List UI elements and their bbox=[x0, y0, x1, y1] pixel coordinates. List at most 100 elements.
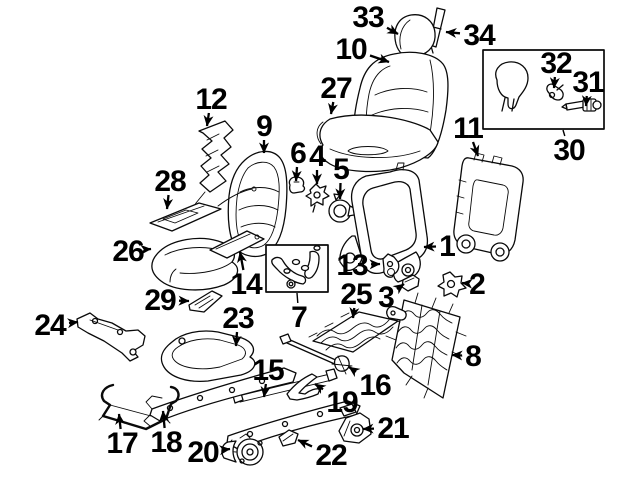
cushion-heater-pad-drawing bbox=[209, 230, 265, 259]
hardware-box-drawing bbox=[265, 244, 329, 293]
callout-23-label: 23 bbox=[222, 302, 254, 335]
callout-18-leader bbox=[159, 410, 169, 429]
callout-17: 17 bbox=[106, 413, 139, 460]
headrest-drawing bbox=[394, 14, 436, 58]
callout-29-label: 29 bbox=[144, 284, 176, 317]
callout-16: 16 bbox=[348, 366, 392, 402]
callout-21: 21 bbox=[362, 412, 410, 445]
callout-14: 14 bbox=[230, 251, 264, 301]
spring-mat-drawing bbox=[385, 292, 467, 399]
callout-22-label: 22 bbox=[315, 439, 347, 472]
track-motor-drawing bbox=[221, 433, 264, 466]
callout-31: 31 bbox=[572, 66, 605, 107]
callout-32-leader bbox=[549, 76, 560, 89]
callout-9: 9 bbox=[256, 110, 273, 154]
lumbar-board-drawing bbox=[193, 120, 234, 214]
callout-26: 26 bbox=[112, 235, 152, 268]
pivot-cam-13-drawing bbox=[382, 253, 400, 278]
callout-8-label: 8 bbox=[465, 340, 481, 373]
callout-30-label: 30 bbox=[553, 134, 585, 167]
callout-7-leader bbox=[296, 292, 299, 304]
callout-27-label: 27 bbox=[320, 72, 352, 105]
callout-23-leader bbox=[231, 331, 242, 347]
callout-30: 30 bbox=[553, 129, 586, 167]
callout-27: 27 bbox=[320, 72, 353, 115]
callout-29: 29 bbox=[144, 284, 190, 317]
callout-34: 34 bbox=[445, 19, 497, 52]
callout-11-label: 11 bbox=[453, 112, 483, 145]
callout-12-label: 12 bbox=[195, 83, 227, 116]
callout-27-leader bbox=[328, 101, 338, 115]
callout-2-label: 2 bbox=[469, 268, 485, 301]
callout-10-label: 10 bbox=[335, 33, 367, 66]
callout-32: 32 bbox=[540, 47, 573, 89]
callout-8-leader bbox=[451, 350, 463, 361]
callout-20: 20 bbox=[187, 436, 231, 469]
seat-back-frame-drawing bbox=[339, 162, 429, 283]
callout-16-leader bbox=[348, 366, 361, 378]
callout-14-leader bbox=[237, 251, 247, 271]
callout-18-label: 18 bbox=[150, 426, 182, 459]
callout-22-leader bbox=[297, 438, 313, 449]
callout-19: 19 bbox=[314, 383, 359, 419]
torsion-rod-drawing bbox=[279, 333, 353, 375]
callout-25-label: 25 bbox=[340, 278, 372, 311]
hardware-box-outline bbox=[265, 244, 329, 293]
callout-18: 18 bbox=[150, 410, 183, 459]
callout-19-label: 19 bbox=[326, 386, 358, 419]
callout-21-label: 21 bbox=[377, 412, 409, 445]
headrest-kit-box-drawing bbox=[482, 49, 605, 130]
recline-fitting-4-drawing bbox=[305, 183, 330, 213]
callout-3-label: 3 bbox=[378, 281, 394, 314]
callout-19-leader bbox=[314, 383, 327, 394]
callout-6: 6 bbox=[290, 137, 307, 182]
callout-3-leader bbox=[392, 283, 405, 295]
seat-cushion-front-drawing bbox=[319, 114, 439, 173]
callout-1-label: 1 bbox=[439, 230, 455, 263]
callout-4: 4 bbox=[309, 140, 327, 185]
callout-23: 23 bbox=[222, 302, 255, 347]
callout-34-leader bbox=[445, 27, 461, 38]
callout-12: 12 bbox=[195, 83, 228, 127]
callout-13-label: 13 bbox=[336, 249, 368, 282]
callout-34-label: 34 bbox=[463, 19, 496, 52]
callout-7-label: 7 bbox=[291, 301, 307, 334]
callout-24-leader bbox=[67, 318, 79, 329]
callout-6-leader bbox=[291, 166, 302, 182]
callout-17-label: 17 bbox=[106, 427, 138, 460]
callout-31-leader bbox=[581, 95, 592, 107]
mount-bracket-drawing bbox=[76, 312, 146, 362]
back-panel-drawing bbox=[453, 152, 524, 262]
callout-33-label: 33 bbox=[352, 1, 384, 34]
callout-15: 15 bbox=[252, 354, 285, 398]
callout-10: 10 bbox=[335, 33, 390, 66]
adjuster-gear-drawing bbox=[437, 271, 467, 298]
callout-31-label: 31 bbox=[572, 66, 604, 99]
callout-30-leader bbox=[562, 129, 566, 137]
callout-3: 3 bbox=[378, 281, 405, 314]
callout-32-label: 32 bbox=[540, 47, 572, 80]
callout-4-label: 4 bbox=[309, 140, 326, 173]
seat-heater-pad-drawing bbox=[149, 186, 257, 232]
callout-11-leader bbox=[469, 141, 480, 157]
callout-26-label: 26 bbox=[112, 235, 144, 268]
seat-assembly-drawing bbox=[316, 7, 449, 173]
end-cap-drawing bbox=[278, 429, 299, 447]
seat-pan-drawing bbox=[160, 330, 256, 383]
callout-7: 7 bbox=[291, 292, 308, 334]
callout-28-leader bbox=[163, 194, 174, 210]
callout-33-leader bbox=[386, 24, 399, 36]
callout-6-label: 6 bbox=[290, 137, 306, 170]
callout-28: 28 bbox=[154, 165, 187, 210]
kit-headrest-drawing bbox=[495, 61, 529, 110]
callout-15-label: 15 bbox=[252, 354, 284, 387]
callout-25: 25 bbox=[340, 278, 373, 319]
callout-24: 24 bbox=[34, 309, 79, 342]
callout-10-leader bbox=[369, 53, 390, 64]
callout-5-leader bbox=[335, 182, 346, 200]
callout-22: 22 bbox=[297, 438, 348, 472]
callout-33: 33 bbox=[352, 1, 399, 36]
